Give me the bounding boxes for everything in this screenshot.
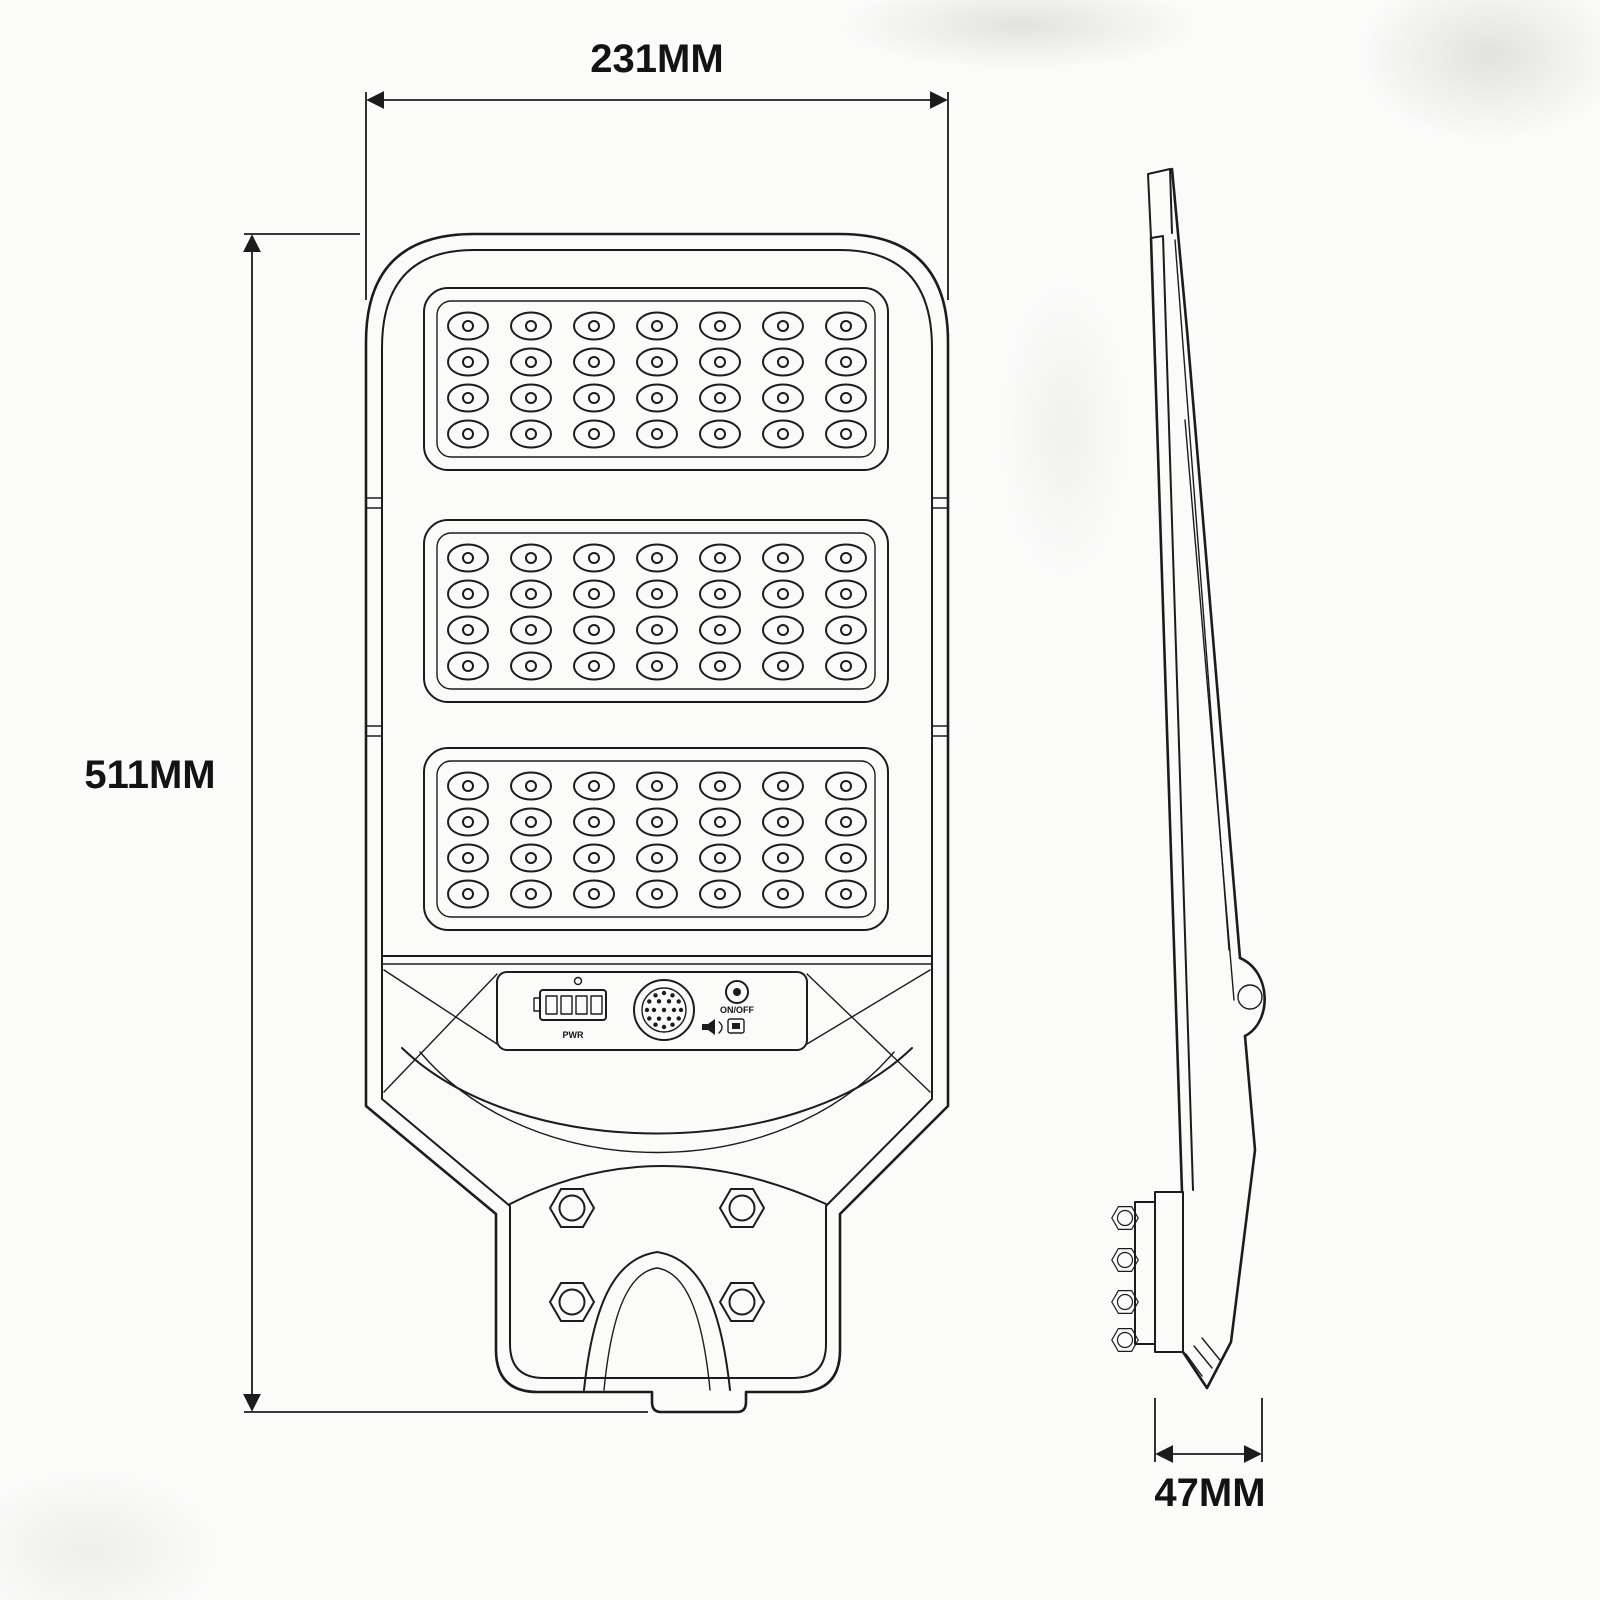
- battery-indicator-icon: PWR: [533, 976, 607, 1040]
- led-grid: [447, 311, 867, 449]
- side-notches: [365, 497, 949, 737]
- power-button-icon: ON/OFF: [720, 980, 754, 1015]
- sensor-bump: [1238, 956, 1266, 1038]
- led-panel-2: [423, 519, 889, 703]
- front-view: PWR ON/OFF: [364, 232, 950, 1414]
- depth-dimension-label: 47MM: [1154, 1471, 1265, 1515]
- side-bracket: [1111, 1191, 1184, 1353]
- control-cluster: PWR ON/OFF: [381, 955, 933, 1093]
- mounting-bolts: [549, 1188, 765, 1322]
- height-dimension: 511MM: [84, 233, 648, 1413]
- body-ribs: [383, 969, 931, 1093]
- led-grid: [447, 771, 867, 909]
- side-sensor-icon: [1237, 984, 1263, 1010]
- hex-bolt-icon: [719, 1282, 765, 1322]
- height-dimension-label: 511MM: [84, 753, 215, 797]
- lower-housing: [401, 1047, 913, 1391]
- pir-sensor-icon: [633, 979, 695, 1041]
- side-view: [1111, 167, 1266, 1390]
- hex-bolt-icon: [719, 1188, 765, 1228]
- hex-bolt-icon: [549, 1282, 595, 1322]
- body-inner-outline: [381, 249, 933, 1379]
- led-panel-3: [423, 747, 889, 931]
- width-dimension: 231MM: [365, 37, 949, 300]
- led-grid: [447, 543, 867, 681]
- depth-dimension: 47MM: [1154, 1398, 1266, 1515]
- hatch-lines: [1185, 1337, 1221, 1377]
- battery-label: PWR: [563, 1030, 584, 1040]
- mount-fork: [583, 1251, 731, 1391]
- width-dimension-label: 231MM: [590, 37, 723, 81]
- speaker-icon: [702, 1019, 723, 1035]
- power-label: ON/OFF: [720, 1005, 754, 1015]
- led-panel-1: [423, 287, 889, 471]
- body-outline: [364, 232, 950, 1414]
- hex-bolt-icon: [549, 1188, 595, 1228]
- mode-switch-icon: [727, 1018, 745, 1034]
